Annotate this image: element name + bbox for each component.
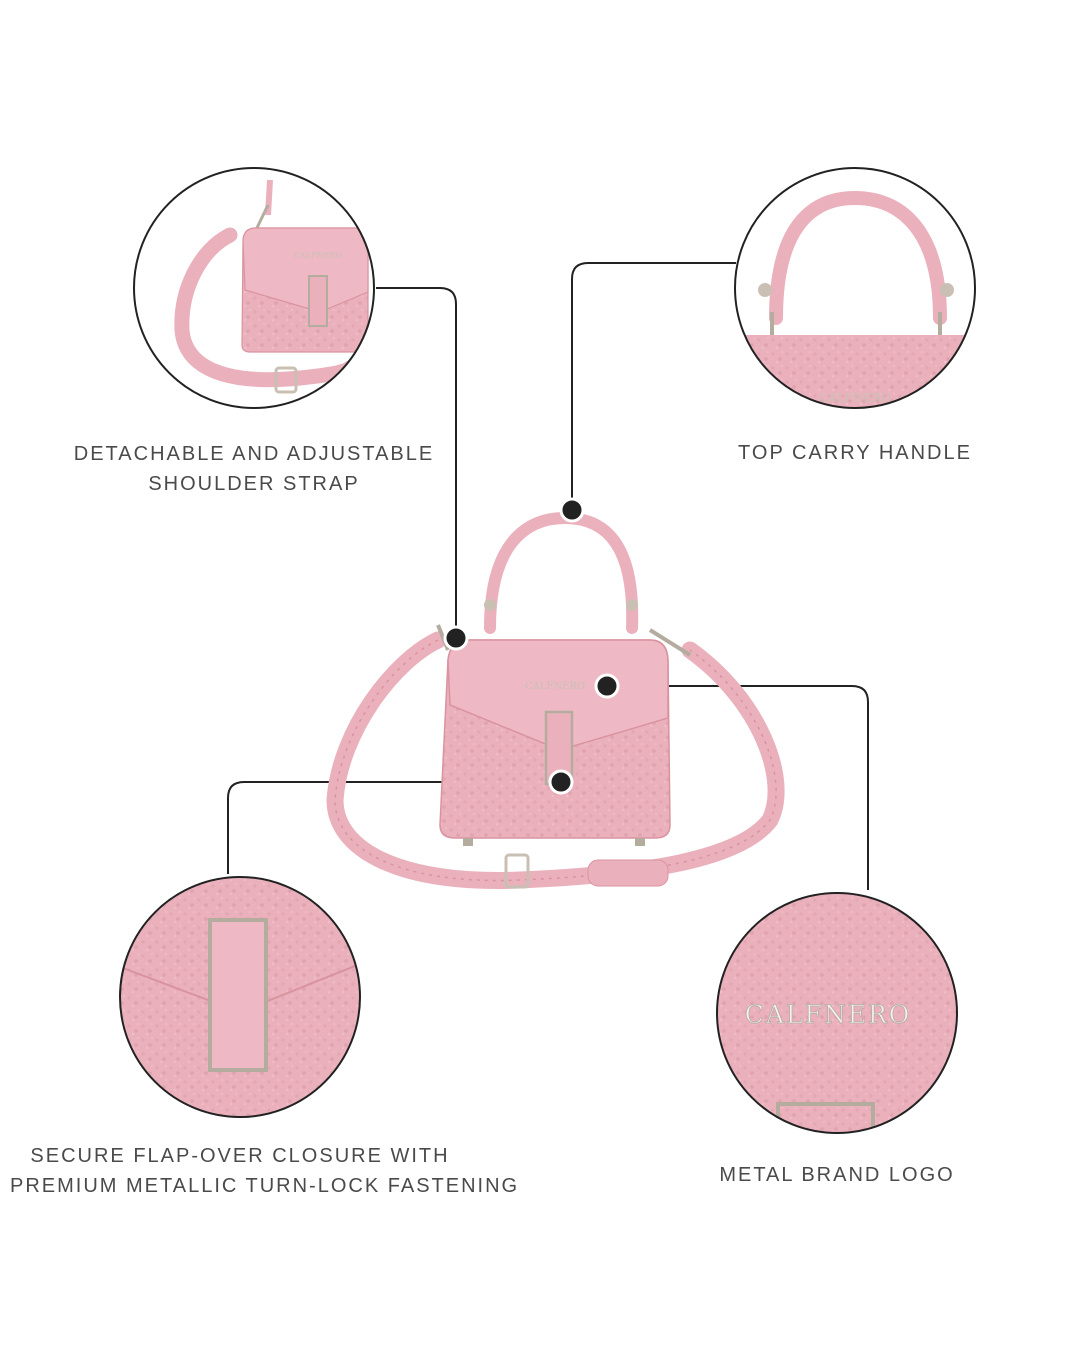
connector-closure bbox=[227, 781, 560, 874]
dot-logo bbox=[594, 673, 620, 699]
caption-closure-line1: SECURE FLAP-OVER CLOSURE WITH bbox=[30, 1145, 450, 1167]
main-handle bbox=[484, 511, 639, 634]
caption-strap-line2: SHOULDER STRAP bbox=[148, 473, 360, 495]
caption-handle: TOP CARRY HANDLE bbox=[725, 438, 985, 468]
caption-strap: DETACHABLE AND ADJUSTABLE SHOULDER STRAP bbox=[54, 439, 454, 499]
pointer-dots bbox=[443, 497, 620, 795]
main-logo-text: CALFNERO bbox=[525, 681, 585, 692]
detail-circle-handle: CALFNERO bbox=[734, 167, 976, 409]
handle-detail-logo: CALFNERO bbox=[819, 391, 891, 405]
dot-closure bbox=[548, 769, 574, 795]
connector-handle bbox=[571, 262, 736, 510]
product-main-image: CALFNERO bbox=[326, 511, 785, 889]
dot-strap bbox=[443, 625, 469, 651]
detail-circle-logo: CALFNERO bbox=[716, 892, 958, 1134]
caption-logo: METAL BRAND LOGO bbox=[707, 1160, 967, 1190]
strap-detail-logo: CALFNERO bbox=[294, 251, 343, 260]
connector-strap bbox=[376, 287, 457, 636]
caption-closure-line2: PREMIUM METALLIC TURN-LOCK FASTENING bbox=[10, 1175, 520, 1197]
connector-lines bbox=[227, 262, 869, 890]
caption-logo-line1: METAL BRAND LOGO bbox=[719, 1164, 955, 1186]
caption-closure: SECURE FLAP-OVER CLOSURE WITH PREMIUM ME… bbox=[10, 1141, 520, 1201]
connector-logo bbox=[608, 685, 869, 890]
caption-handle-line1: TOP CARRY HANDLE bbox=[738, 442, 972, 464]
detail-circle-closure bbox=[119, 876, 361, 1118]
logo-detail-text: CALFNERO bbox=[745, 1000, 912, 1029]
dot-handle bbox=[559, 497, 585, 523]
caption-strap-line1: DETACHABLE AND ADJUSTABLE bbox=[73, 443, 435, 465]
detail-circle-strap: CALFNERO bbox=[133, 167, 375, 409]
